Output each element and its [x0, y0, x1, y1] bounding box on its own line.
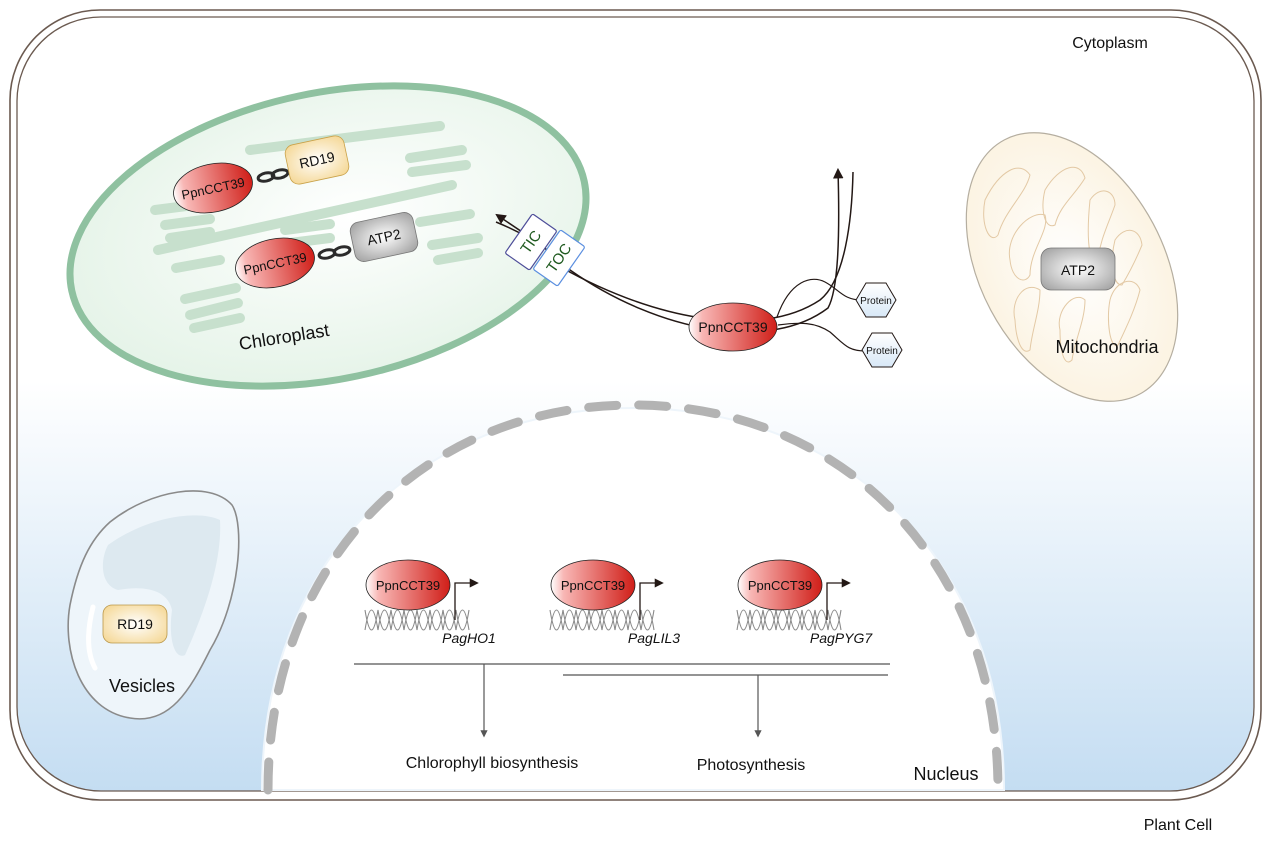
nucleus-label: Nucleus	[913, 764, 978, 784]
chain-link-icon	[256, 168, 290, 183]
atp2-label: ATP2	[366, 226, 403, 249]
dna-helix-icon	[549, 609, 655, 631]
dna-helix-icon	[736, 609, 842, 631]
ppncct39-protein	[365, 559, 451, 611]
protein-partner-2: Protein	[861, 332, 903, 368]
ppncct39-protein	[235, 237, 315, 289]
transcription-start-arrow-icon	[639, 578, 664, 620]
vesicle: RD19 Vesicles	[67, 490, 240, 720]
ppncct39-label: PpnCCT39	[698, 319, 767, 335]
atp2-label: ATP2	[1061, 262, 1095, 278]
outcome-photosynthesis: Photosynthesis	[697, 757, 806, 774]
cytoplasm-label: Cytoplasm	[1072, 35, 1148, 52]
outcome-pathways: Chlorophyll biosynthesis Photosynthesis	[354, 663, 890, 774]
mitochondria: ATP2 Mitochondria	[965, 132, 1179, 402]
nucleus	[260, 400, 1006, 795]
ppncct39-label: PpnCCT39	[561, 578, 625, 593]
ppncct39-label: PpnCCT39	[748, 578, 812, 593]
transcription-start-arrow-icon	[826, 578, 851, 620]
gene-label: PagHO1	[442, 630, 496, 646]
chain-link-icon	[317, 245, 352, 260]
protein-label: Protein	[860, 296, 892, 307]
interaction-ppncct39-rd19: PpnCCT39 RD19	[173, 135, 350, 214]
gene-label: PagPYG7	[810, 630, 873, 646]
ppncct39-label: PpnCCT39	[376, 578, 440, 593]
transcription-start-arrow-icon	[454, 578, 479, 620]
gene-regulation-units: PpnCCT39PagHO1PpnCCT39PagLIL3PpnCCT39Pag…	[364, 559, 873, 646]
nuclear-envelope	[263, 400, 1003, 795]
mitochondria-label: Mitochondria	[1055, 337, 1159, 357]
atp2-protein	[1040, 247, 1116, 291]
protein-partner-1: Protein	[855, 282, 897, 318]
vesicles-label: Vesicles	[109, 676, 175, 696]
rd19-protein	[102, 604, 168, 644]
interaction-ppncct39-atp2: PpnCCT39 ATP2	[235, 212, 419, 289]
gene-label: PagLIL3	[628, 630, 680, 646]
ppncct39-protein	[173, 162, 253, 214]
outcome-chlorophyll-biosynthesis: Chlorophyll biosynthesis	[406, 755, 579, 772]
rd19-label: RD19	[298, 148, 337, 171]
ppncct39-protein	[737, 559, 823, 611]
tic-complex: TIC	[505, 213, 557, 271]
rd19-label: RD19	[117, 616, 153, 632]
cytoplasmic-ppncct39: PpnCCT39 Protein Protein	[688, 278, 903, 368]
plant-cell-label: Plant Cell	[1144, 817, 1212, 834]
protein-label: Protein	[866, 346, 898, 357]
ppncct39-protein	[688, 302, 778, 352]
ppncct39-protein	[550, 559, 636, 611]
dna-helix-icon	[364, 609, 470, 631]
atp2-protein	[349, 212, 419, 262]
rd19-protein	[284, 135, 350, 185]
